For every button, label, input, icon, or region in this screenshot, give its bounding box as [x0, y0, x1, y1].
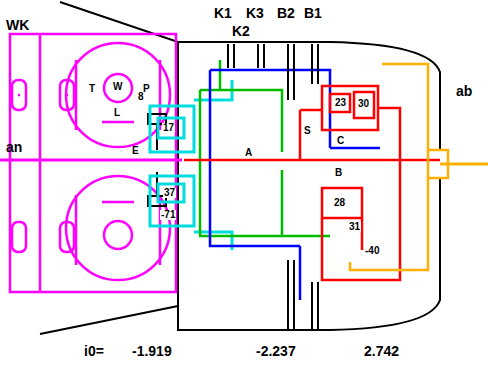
part-label: WK	[6, 18, 29, 32]
callout-number: B	[334, 168, 343, 178]
schematic-path	[300, 108, 400, 160]
schematic-circle	[104, 221, 132, 249]
schematic-path	[40, 178, 440, 334]
schematic-circle	[66, 43, 170, 147]
schematic-rect	[354, 92, 374, 118]
part-label: -2.237	[256, 344, 296, 358]
schematic-path	[184, 159, 440, 162]
schematic-path	[288, 44, 318, 100]
part-label: i0=	[84, 344, 104, 358]
callout-number: C	[336, 136, 345, 146]
callout-number: 17	[162, 123, 175, 133]
clutch-plates	[228, 44, 318, 330]
schematic-rect	[12, 222, 26, 252]
callout-number: 30	[357, 99, 370, 109]
callout-number: A	[244, 148, 253, 158]
schematic-rect	[10, 34, 176, 292]
schematic-path	[228, 44, 264, 68]
schematic-path	[76, 60, 160, 265]
schematic-rect	[60, 222, 74, 252]
part-label: K2	[232, 24, 250, 38]
callout-number: 8	[137, 92, 145, 102]
input-shaft	[0, 159, 182, 162]
part-label: -1.919	[132, 344, 172, 358]
schematic-rect	[158, 184, 184, 202]
callout-number: -71	[160, 210, 176, 220]
callout-number: T	[88, 84, 96, 94]
callout-number: -40	[364, 246, 380, 256]
torque-converter	[10, 34, 176, 292]
schematic-rect	[150, 176, 194, 226]
schematic-path	[18, 34, 68, 292]
output-shaft	[440, 163, 488, 166]
part-label: B2	[277, 6, 295, 20]
planetary-gearset	[184, 86, 440, 280]
schematic-path	[288, 260, 318, 330]
callout-number: 31	[348, 222, 361, 232]
schematic-path	[60, 2, 440, 150]
callout-number: W	[112, 82, 123, 92]
green-shaft	[200, 60, 330, 236]
output-ring	[350, 64, 448, 270]
housing	[40, 2, 440, 334]
part-label: an	[6, 140, 22, 154]
schematic-rect	[322, 86, 378, 130]
callout-number: 23	[334, 98, 347, 108]
part-label: K3	[246, 6, 264, 20]
part-label: 2.742	[364, 344, 399, 358]
schematic-path	[322, 160, 400, 280]
schematic-rect	[150, 106, 194, 152]
schematic-circle	[66, 176, 170, 280]
part-label: ab	[456, 84, 472, 98]
schematic-rect	[330, 94, 350, 112]
clutch-k1-k3	[150, 80, 232, 250]
schematic-path	[102, 122, 134, 202]
schematic-path	[177, 42, 179, 306]
callout-number: E	[131, 146, 140, 156]
schematic-path	[0, 159, 182, 162]
schematic-rect	[322, 188, 362, 218]
callout-number: S	[303, 126, 312, 136]
part-label: K1	[214, 6, 232, 20]
part-label: B1	[304, 6, 322, 20]
callout-number: 28	[333, 198, 346, 208]
callout-number: 37	[163, 188, 176, 198]
schematic-path	[440, 163, 488, 166]
schematic-path	[200, 60, 330, 236]
schematic-circle	[104, 74, 132, 102]
callout-number: L	[113, 108, 121, 118]
schematic-rect	[158, 118, 184, 138]
schematic-path	[350, 64, 428, 270]
